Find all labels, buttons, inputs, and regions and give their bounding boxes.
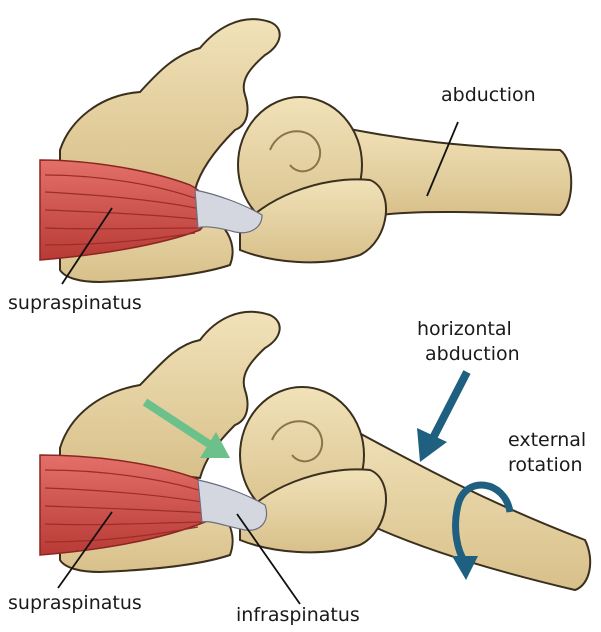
label-bottom-supraspinatus: supraspinatus xyxy=(8,592,142,615)
label-top-supraspinatus: supraspinatus xyxy=(8,292,142,315)
horizontal-abduction-arrow xyxy=(417,372,467,462)
top-shoulder-illustration xyxy=(40,19,571,282)
label-rotation: rotation xyxy=(508,454,583,477)
label-infraspinatus: infraspinatus xyxy=(236,604,360,627)
label-external: external xyxy=(508,429,586,452)
label-abduction-bottom: abduction xyxy=(425,343,520,366)
label-horizontal: horizontal xyxy=(417,318,512,341)
label-abduction: abduction xyxy=(441,84,536,107)
